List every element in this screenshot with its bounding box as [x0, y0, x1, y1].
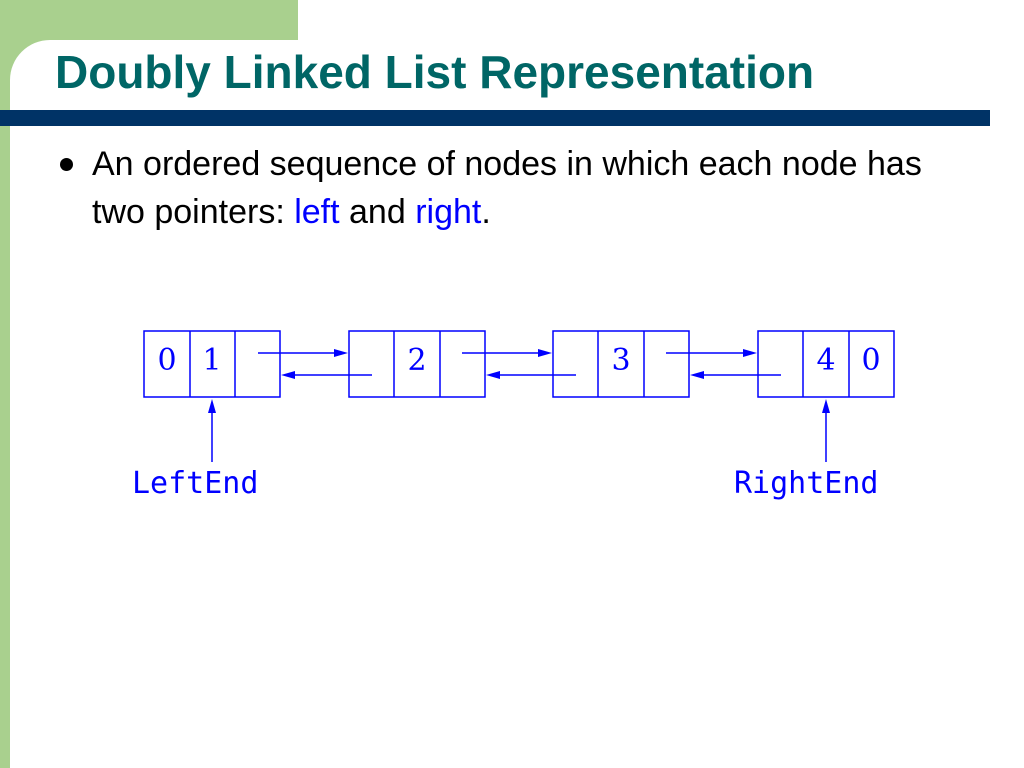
node-0-left: 0	[157, 343, 176, 378]
left-pointer-arrowhead-2	[486, 371, 500, 379]
node-2-box	[552, 330, 690, 398]
link-1-2	[462, 349, 576, 379]
node-3: 4 0	[757, 330, 895, 398]
right-end-label: RightEnd	[734, 466, 879, 501]
slide-title: Doubly Linked List Representation	[55, 46, 815, 98]
left-pointer-arrowhead-1	[281, 371, 295, 379]
right-pointer-arrowhead-2	[743, 349, 757, 357]
bullet-left-word: left	[294, 193, 340, 231]
decor-top-bar	[0, 0, 298, 40]
bullet-right-word: right	[415, 193, 482, 231]
right-pointer-arrowhead-0	[334, 349, 348, 357]
node-1-value: 2	[407, 343, 426, 378]
bullet-text: An ordered sequence of nodes in which ea…	[92, 140, 972, 236]
node-0-value: 1	[202, 343, 221, 378]
bullet-end: .	[481, 193, 491, 231]
node-3-right: 0	[861, 343, 880, 378]
node-0-box	[143, 330, 281, 398]
left-end-label: LeftEnd	[132, 466, 258, 501]
node-1: 2	[348, 330, 486, 398]
bullet-text-before: An ordered sequence of nodes in which ea…	[92, 145, 922, 231]
node-3-value: 4	[816, 343, 835, 378]
node-3-box	[757, 330, 895, 398]
link-2-3	[666, 349, 781, 379]
title-rule	[0, 110, 990, 126]
right-end-arrowhead	[822, 399, 830, 413]
left-end-pointer: LeftEnd	[132, 399, 258, 501]
decor-left-bar	[0, 0, 10, 768]
left-pointer-arrowhead-3	[690, 371, 704, 379]
left-end-arrowhead	[208, 399, 216, 413]
node-2: 3	[552, 330, 690, 398]
bullet-dot	[60, 158, 73, 171]
link-0-1	[258, 349, 372, 379]
node-0: 0 1	[143, 330, 281, 398]
node-1-box	[348, 330, 486, 398]
right-end-pointer: RightEnd	[734, 399, 879, 501]
right-pointer-arrowhead-1	[538, 349, 552, 357]
node-2-value: 3	[611, 343, 630, 378]
bullet-middle: and	[339, 193, 416, 231]
